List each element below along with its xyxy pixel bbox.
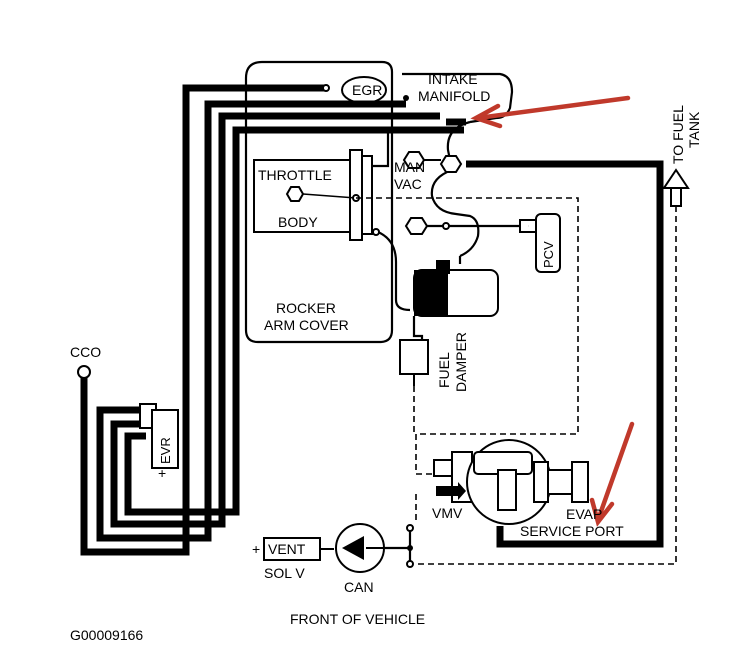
vent-label-1: VENT (268, 541, 306, 557)
vent-plus: + (252, 541, 260, 557)
red-arrow-evap (589, 421, 635, 527)
throttle-flange-2 (361, 155, 373, 235)
rocker-label-2: ARM COVER (264, 317, 349, 333)
fuel-tank-arrow-stem (670, 187, 682, 207)
egr-label: EGR (352, 82, 382, 98)
to-fuel-label-1: TO FUEL (670, 105, 686, 164)
intake-label-2: MANIFOLD (418, 88, 490, 104)
evr-hose-group (80, 84, 466, 556)
port-dot (406, 524, 414, 532)
fuel-damper-label-2: DAMPER (453, 332, 469, 392)
can-label: CAN (344, 579, 374, 595)
evap-hex-icon (439, 155, 463, 173)
vent-solenoid (263, 537, 334, 561)
man-vac-hex-icon (402, 151, 426, 169)
port-dot (442, 222, 450, 230)
rocker-label-1: ROCKER (276, 300, 336, 316)
mid-hex-icon (404, 217, 429, 235)
evr-solenoid (139, 403, 179, 469)
pcv-label: PCV (541, 241, 556, 268)
throttle-hex-icon (285, 186, 305, 202)
fuel-damper-stub (436, 260, 450, 274)
port-dot (403, 95, 409, 101)
canister (335, 523, 385, 573)
throttle-to-damper-hose (377, 230, 411, 312)
intake-manifold-outline (402, 72, 514, 124)
to-fuel-label-2: TANK (686, 111, 702, 148)
fuel-damper-label-1: FUEL (436, 352, 452, 388)
fuel-damper-black (414, 270, 448, 316)
port-dot (407, 545, 413, 551)
throttle-hose (372, 132, 390, 168)
cco-label: CCO (70, 344, 101, 360)
man-vac-label-2: VAC (394, 176, 422, 192)
cco-fitting (77, 365, 91, 379)
engine-outline (244, 60, 394, 344)
man-vac-label-1: MAN (394, 159, 425, 175)
dashed-line-fuel-tank (416, 206, 677, 565)
vmv-assembly (433, 439, 589, 525)
pcv-valve (519, 213, 561, 273)
purge-line (466, 160, 664, 548)
throttle-hex-link (302, 193, 357, 199)
fuel-tank-arrow-icon (662, 168, 690, 189)
evr-label: EVR (158, 437, 173, 464)
port-dot (372, 228, 380, 236)
canister-hoses (384, 528, 412, 564)
damper-down (412, 316, 424, 340)
front-of-vehicle-label: FRONT OF VEHICLE (290, 611, 425, 627)
throttle-label-1: THROTTLE (258, 167, 332, 183)
evap-label-1: EVAP (566, 506, 602, 522)
vmv-label: VMV (432, 505, 463, 521)
evap-label-2: SERVICE PORT (520, 523, 624, 539)
port-dot (406, 560, 414, 568)
throttle-label-2: BODY (278, 214, 318, 230)
intake-label-1: INTAKE (428, 71, 478, 87)
fuel-damper-fitting (399, 339, 429, 375)
red-arrow-intake (470, 95, 631, 129)
dashed-line-throttle (356, 197, 579, 475)
evr-plus: + (158, 465, 166, 481)
manifold-runners (430, 120, 480, 258)
figure-id-label: G00009166 (70, 627, 143, 643)
port-dot (322, 84, 330, 92)
vent-label-2: SOL V (264, 565, 305, 581)
